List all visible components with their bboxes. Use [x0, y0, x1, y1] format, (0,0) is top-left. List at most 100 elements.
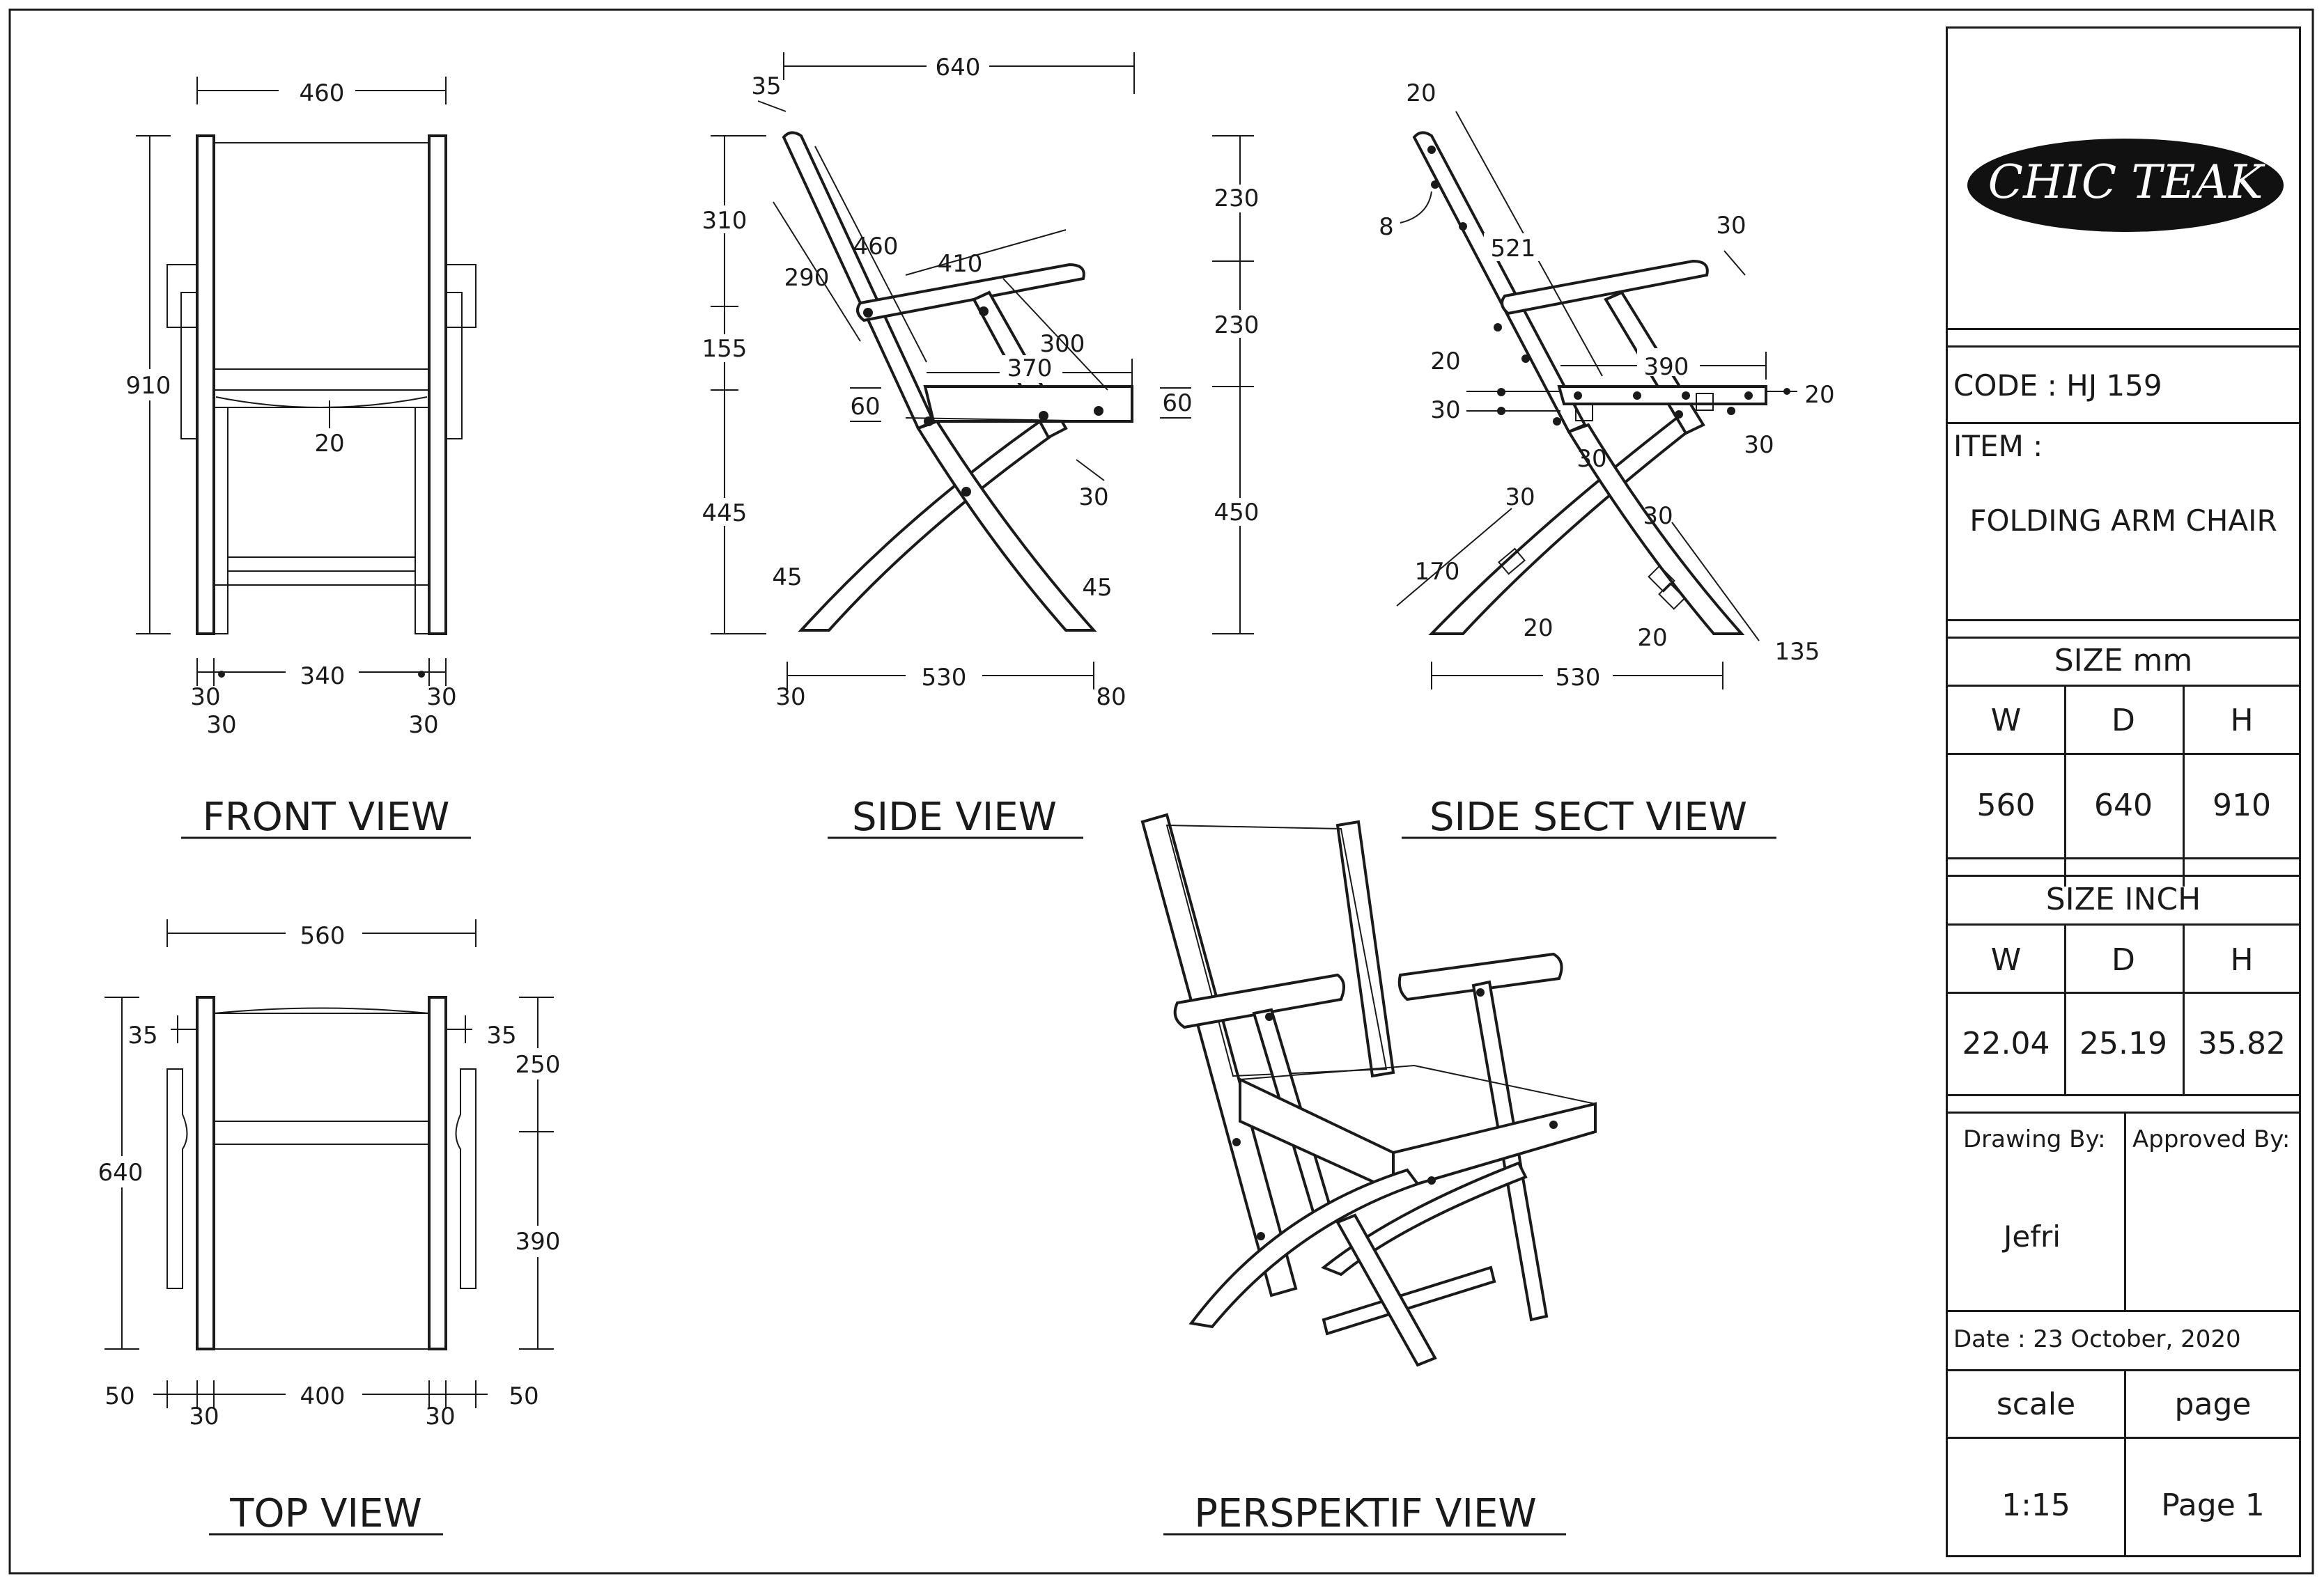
divider: [2064, 923, 2066, 1094]
divider: [1948, 328, 2299, 330]
title-block: CHIC TEAK CODE : HJ 159 ITEM : FOLDING A…: [1946, 26, 2301, 1557]
approved-by-label: Approved By:: [2132, 1125, 2291, 1153]
divider: [2124, 1112, 2126, 1310]
item-name: FOLDING ARM CHAIR: [1969, 504, 2277, 538]
side-base: 530: [922, 664, 967, 692]
scale-value: 1:15: [2001, 1488, 2070, 1523]
side-back-slat: 290: [784, 264, 830, 292]
mm-w-header: W: [1990, 703, 2022, 738]
divider: [1948, 685, 2299, 687]
front-left-a: 30: [190, 683, 220, 711]
in-d-value: 25.19: [2079, 1026, 2167, 1061]
side-base-l: 30: [775, 683, 805, 711]
side-back-mid: 155: [702, 335, 747, 363]
side-back-upper: 310: [702, 207, 747, 235]
in-h-value: 35.82: [2198, 1026, 2286, 1061]
side-foot-r: 45: [1082, 574, 1112, 602]
mm-h-value: 910: [2213, 788, 2271, 823]
side-view: 640 35 310 155 445 460 290 410 300 370 6…: [697, 52, 1268, 840]
top-back: 250: [516, 1051, 561, 1079]
divider: [1948, 1437, 2299, 1439]
side-r-low: 450: [1214, 499, 1260, 527]
chic-teak-logo: CHIC TEAK: [1967, 139, 2284, 232]
drawing-date: Date : 23 October, 2020: [1953, 1325, 2241, 1353]
size-mm-heading: SIZE mm: [2054, 643, 2193, 678]
sect-base: 530: [1556, 664, 1601, 692]
perspective-view: PERSPEKTIF VIEW: [1140, 813, 1597, 1536]
top-depth: 640: [98, 1159, 144, 1187]
in-h-header: H: [2230, 942, 2254, 978]
sect-pin: 8: [1379, 213, 1394, 241]
divider: [1948, 1369, 2299, 1371]
in-w-header: W: [1990, 942, 2022, 978]
top-width: 560: [300, 922, 346, 950]
divider: [1948, 1112, 2299, 1114]
front-view-title: FRONT VIEW: [203, 795, 450, 840]
perspective-view-title: PERSPEKTIF VIEW: [1194, 1491, 1536, 1536]
divider: [1948, 345, 2299, 348]
front-inner-label: 340: [300, 662, 346, 690]
divider: [1948, 637, 2299, 639]
divider: [2124, 1369, 2126, 1557]
drawing-by-label: Drawing By:: [1963, 1125, 2106, 1153]
page-value: Page 1: [2161, 1488, 2265, 1523]
side-r-upper: 230: [1214, 185, 1260, 212]
page-label: page: [2174, 1387, 2252, 1422]
divider: [2183, 685, 2185, 887]
divider: [1948, 753, 2299, 755]
side-depth-label: 640: [936, 54, 981, 81]
size-inch-heading: SIZE INCH: [2045, 882, 2201, 917]
top-l30: 30: [189, 1403, 219, 1430]
scale-label: scale: [1996, 1387, 2076, 1422]
side-r-mid: 230: [1214, 311, 1260, 339]
sect-seat-r: 20: [1804, 381, 1834, 409]
in-w-value: 22.04: [1962, 1026, 2050, 1061]
divider: [2064, 685, 2066, 887]
mm-w-value: 560: [1976, 788, 2036, 823]
front-seat-label: 20: [314, 430, 344, 458]
top-l50: 50: [104, 1382, 134, 1410]
divider: [1948, 1310, 2299, 1312]
top-view: 560 640 35 35 250 390 400 50 30 30 50 TO…: [91, 919, 568, 1536]
side-base-r: 80: [1096, 683, 1126, 711]
top-seat: 390: [516, 1228, 561, 1256]
mm-d-header: D: [2112, 703, 2135, 738]
side-view-title: SIDE VIEW: [852, 795, 1057, 840]
sect-a: 30: [1577, 445, 1606, 473]
divider: [1948, 857, 2299, 859]
sheet-border: [8, 8, 2314, 1575]
top-r50: 50: [509, 1382, 539, 1410]
item-label: ITEM :: [1953, 429, 2043, 463]
front-right-a: 30: [426, 683, 456, 711]
top-l35: 35: [127, 1022, 157, 1050]
divider: [1948, 923, 2299, 926]
front-width-label: 460: [300, 79, 345, 107]
mm-d-value: 640: [2094, 788, 2153, 823]
logo-text: CHIC TEAK: [1988, 155, 2265, 209]
side-seat-r: 60: [1162, 389, 1192, 417]
product-code: CODE : HJ 159: [1953, 368, 2162, 403]
sect-leg: 170: [1415, 558, 1460, 586]
front-right-b: 30: [408, 711, 438, 739]
side-arm-leg: 300: [1040, 330, 1085, 358]
sect-d: 30: [1643, 502, 1673, 530]
sect-e: 20: [1523, 614, 1553, 642]
divider: [1948, 422, 2299, 424]
top-r35: 35: [486, 1022, 516, 1050]
sect-back: 521: [1491, 235, 1536, 263]
sect-f: 20: [1637, 624, 1667, 652]
sect-seat-l2: 30: [1430, 396, 1460, 424]
divider: [1948, 992, 2299, 994]
side-seat-depth: 370: [1007, 354, 1053, 382]
side-arm-label: 410: [938, 250, 983, 278]
divider: [1948, 619, 2299, 621]
side-seat-l: 60: [850, 393, 880, 421]
front-left-b: 30: [206, 711, 236, 739]
side-foot-l: 45: [772, 563, 802, 591]
divider: [1948, 875, 2299, 877]
divider: [1948, 1094, 2299, 1096]
sect-top: 20: [1406, 79, 1436, 107]
side-back-low: 445: [702, 499, 747, 527]
sect-seat-l: 20: [1430, 348, 1460, 375]
